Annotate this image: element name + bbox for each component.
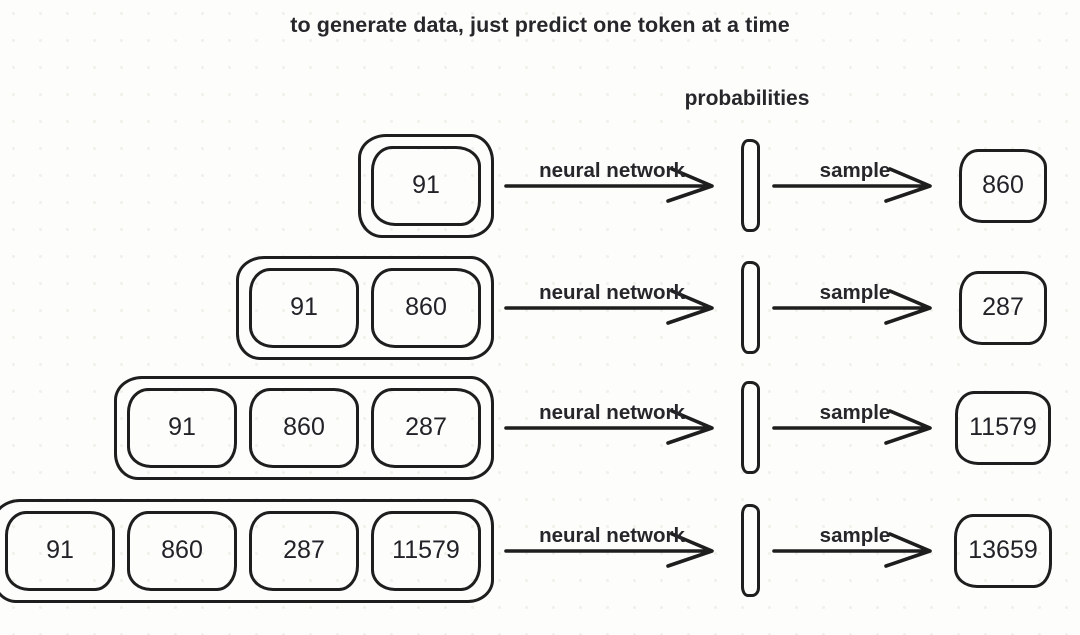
sample-arrow: sample: [772, 524, 938, 573]
context-window: 91: [358, 133, 494, 238]
arrow-right-icon: [772, 531, 932, 568]
neural-network-arrow: neural network: [504, 281, 720, 330]
generation-row-1: 91 neural network sample 860: [0, 133, 1080, 238]
sample-zone: sample: [770, 133, 940, 238]
sample-zone: sample: [770, 255, 940, 360]
neural-network-arrow: neural network: [504, 401, 720, 450]
arrow-right-icon: [504, 288, 714, 325]
sample-label: sample: [819, 280, 891, 304]
context-zone: 91 860 287 11579: [0, 498, 494, 603]
sampled-token-box: 13659: [954, 513, 1052, 588]
neural-network-zone: neural network: [494, 133, 730, 238]
output-zone: 13659: [940, 498, 1066, 603]
probabilities-bar: [740, 504, 760, 597]
sampled-token-box: 11579: [955, 390, 1051, 465]
token-box: 91: [249, 267, 359, 348]
arrow-right-icon: [772, 166, 932, 203]
diagram-title: to generate data, just predict one token…: [290, 13, 790, 37]
sample-arrow: sample: [772, 401, 938, 450]
token-box: 860: [371, 267, 481, 348]
arrow-right-icon: [772, 288, 932, 325]
probabilities-column-label: probabilities: [684, 87, 810, 110]
sample-zone: sample: [770, 375, 940, 480]
context-zone: 91 860 287: [0, 375, 494, 480]
arrow-right-icon: [504, 531, 714, 568]
context-zone: 91 860: [0, 255, 494, 360]
arrow-right-icon: [504, 166, 714, 203]
context-window: 91 860 287: [114, 375, 494, 480]
neural-network-arrow: neural network: [504, 524, 720, 573]
output-zone: 287: [940, 255, 1066, 360]
sample-arrow: sample: [772, 159, 938, 208]
probabilities-zone: [730, 375, 770, 480]
output-zone: 860: [940, 133, 1066, 238]
arrow-right-icon: [504, 408, 714, 445]
neural-network-label: neural network: [539, 158, 685, 182]
sampled-token-box: 860: [959, 148, 1047, 223]
probabilities-zone: [730, 133, 770, 238]
neural-network-zone: neural network: [494, 375, 730, 480]
arrow-right-icon: [772, 408, 932, 445]
neural-network-label: neural network: [539, 523, 685, 547]
token-box: 91: [371, 145, 481, 226]
neural-network-label: neural network: [539, 280, 685, 304]
probabilities-bar: [740, 261, 760, 354]
neural-network-label: neural network: [539, 400, 685, 424]
sample-label: sample: [819, 158, 891, 182]
probabilities-zone: [730, 498, 770, 603]
token-box: 860: [127, 510, 237, 591]
neural-network-arrow: neural network: [504, 159, 720, 208]
generation-row-2: 91 860 neural network sample 2: [0, 255, 1080, 360]
sample-label: sample: [819, 523, 891, 547]
sampled-token-box: 287: [959, 270, 1047, 345]
token-box: 11579: [371, 510, 481, 591]
generation-row-4: 91 860 287 11579 neural network sample: [0, 498, 1080, 603]
token-box: 287: [249, 510, 359, 591]
neural-network-zone: neural network: [494, 255, 730, 360]
probabilities-bar: [740, 381, 760, 474]
output-zone: 11579: [940, 375, 1066, 480]
probabilities-zone: [730, 255, 770, 360]
context-zone: 91: [0, 133, 494, 238]
token-box: 860: [249, 387, 359, 468]
neural-network-zone: neural network: [494, 498, 730, 603]
generation-row-3: 91 860 287 neural network sample: [0, 375, 1080, 480]
sample-label: sample: [819, 400, 891, 424]
sample-arrow: sample: [772, 281, 938, 330]
context-window: 91 860 287 11579: [0, 498, 494, 603]
token-box: 91: [5, 510, 115, 591]
context-window: 91 860: [236, 255, 494, 360]
sample-zone: sample: [770, 498, 940, 603]
token-box: 287: [371, 387, 481, 468]
token-box: 91: [127, 387, 237, 468]
probabilities-bar: [740, 139, 760, 232]
